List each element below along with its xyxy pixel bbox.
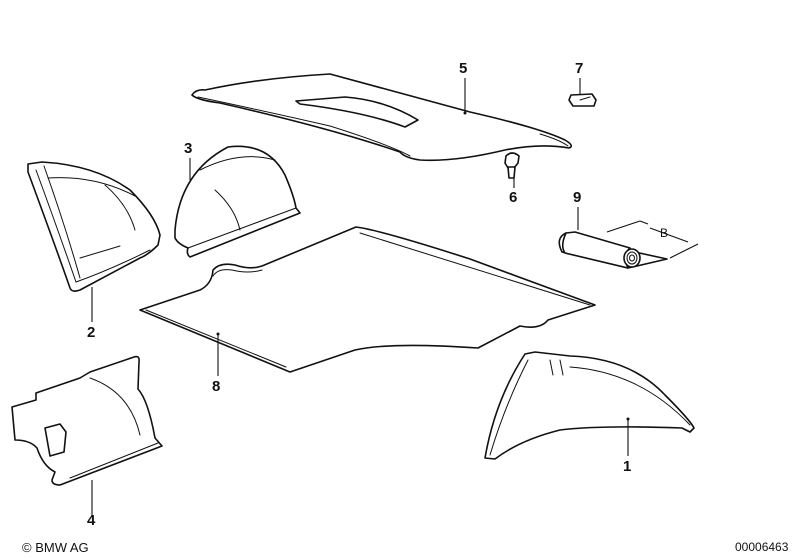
part-label-3[interactable]: 3 [184,140,193,157]
part-label-6[interactable]: 6 [509,189,518,206]
part-label-4[interactable]: 4 [87,512,96,529]
part-7-pad[interactable] [568,78,597,107]
part-6-rivet[interactable] [504,152,520,188]
part-2-side-trim-panel[interactable] [27,161,161,322]
part-label-1[interactable]: 1 [623,458,632,475]
part-4-wheel-arch-trim-left[interactable] [11,355,163,515]
part-label-8[interactable]: 8 [212,378,221,395]
part-label-7[interactable]: 7 [575,60,584,77]
part-1-wheel-arch-trim-right[interactable] [484,351,695,460]
dimension-label-b: B [660,226,669,240]
part-3-wheel-arch-cover[interactable] [174,145,301,258]
part-8-floor-mat[interactable] [139,226,596,376]
part-label-9[interactable]: 9 [573,189,582,206]
diagram-number: 00006463 [735,540,789,554]
part-5-parcel-shelf[interactable] [191,73,573,162]
part-label-5[interactable]: 5 [459,60,468,77]
copyright-text: © BMW AG [22,540,89,555]
part-label-2[interactable]: 2 [87,324,96,341]
part-9-insulation-roll[interactable] [558,207,699,269]
